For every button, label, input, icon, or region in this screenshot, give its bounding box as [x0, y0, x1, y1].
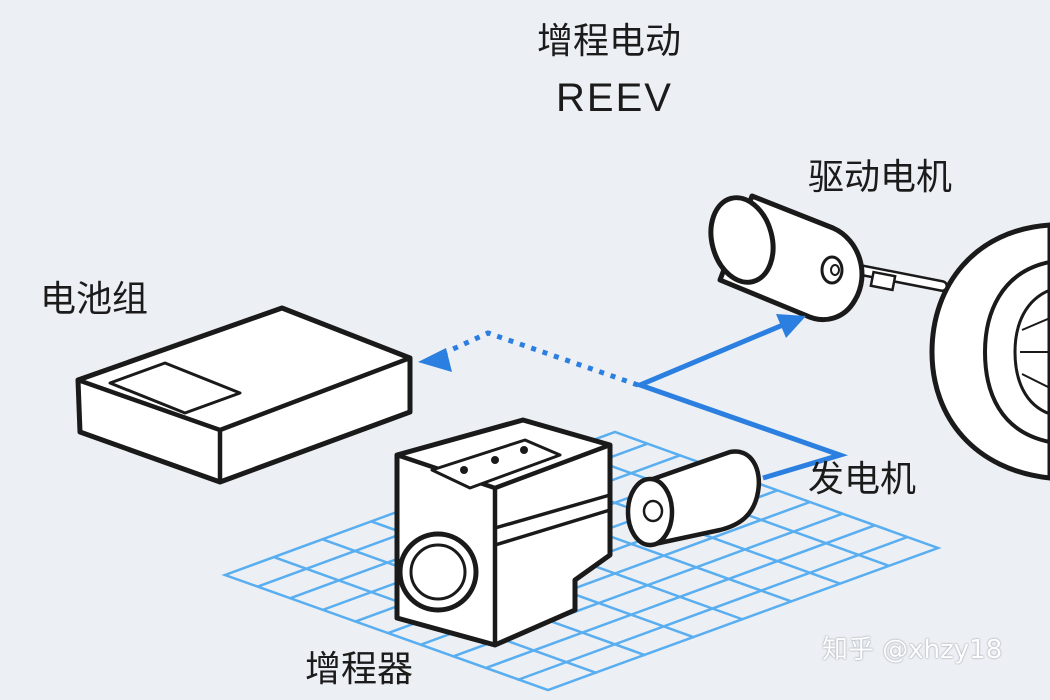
diagram-subtitle: REEV	[556, 76, 673, 120]
flow-to-battery-arrow	[438, 330, 639, 388]
generator	[625, 449, 762, 548]
range-extender	[394, 417, 613, 648]
range-extender-label: 增程器	[305, 649, 414, 690]
battery-pack-label: 电池组	[40, 279, 149, 320]
flow-to-motor-arrowhead	[776, 314, 806, 338]
wheel	[929, 222, 1050, 481]
flow-to-motor-arrow	[633, 319, 849, 481]
battery-pack	[75, 305, 413, 485]
drive-motor	[708, 193, 865, 323]
drive-motor-label: 驱动电机	[808, 157, 953, 198]
watermark: 知乎 @xhzy18	[822, 635, 1003, 665]
flow-to-battery-arrowhead	[418, 348, 452, 372]
diagram-title: 增程电动	[537, 21, 682, 62]
generator-label: 发电机	[808, 459, 917, 500]
